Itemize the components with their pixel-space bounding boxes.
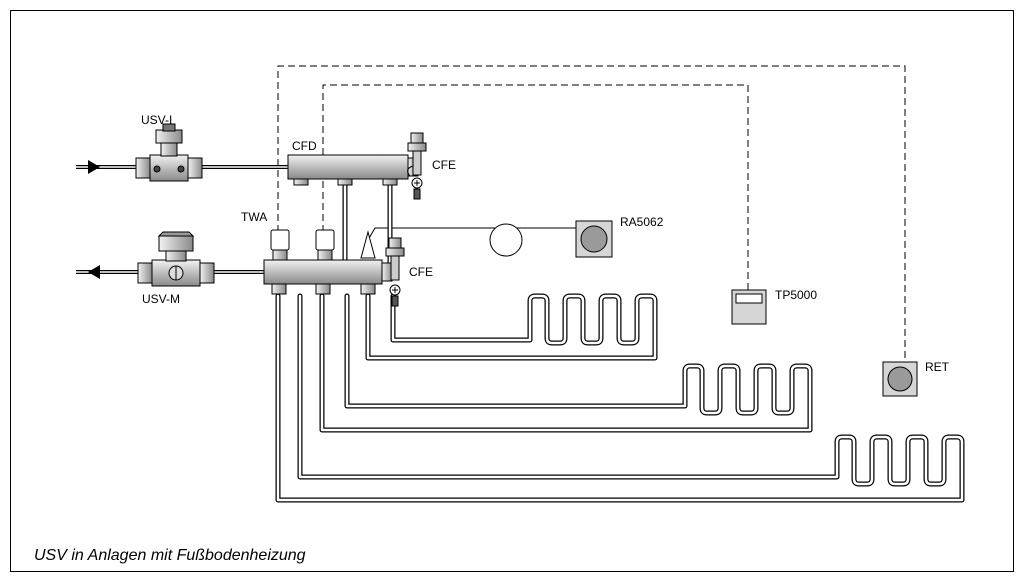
usv-m-valve bbox=[137, 231, 215, 287]
usv-m-label: USV-M bbox=[142, 292, 181, 306]
ret-unit bbox=[882, 361, 918, 397]
twa-label: TWA bbox=[241, 210, 268, 224]
return-manifold bbox=[263, 259, 393, 295]
usv-i-valve bbox=[135, 123, 203, 182]
twa-actuators bbox=[270, 229, 376, 261]
cfe-bottom-label: CFE bbox=[409, 265, 433, 279]
diagram-frame bbox=[10, 10, 1014, 572]
cfe-top-valve bbox=[407, 132, 427, 200]
heating-loops bbox=[275, 182, 965, 503]
control-wiring bbox=[277, 65, 906, 362]
ra5062-unit bbox=[575, 220, 613, 258]
ra5062-label: RA5062 bbox=[620, 215, 664, 229]
usv-i-label: USV-I bbox=[141, 113, 173, 127]
tp5000-label: TP5000 bbox=[775, 288, 818, 302]
wire-ret bbox=[277, 65, 906, 362]
figure-caption: USV in Anlagen mit Fußbodenheizung bbox=[34, 547, 306, 564]
cfe-bottom-valve bbox=[385, 237, 405, 307]
arrow-right-icon bbox=[88, 160, 100, 174]
wire-tp5000 bbox=[322, 84, 749, 290]
ra5062-capillary bbox=[367, 223, 576, 257]
ret-label: RET bbox=[925, 360, 949, 374]
tp5000-unit bbox=[731, 289, 767, 325]
cfd-manifold bbox=[287, 154, 419, 186]
cfd-label: CFD bbox=[292, 139, 317, 153]
cfe-top-label: CFE bbox=[432, 158, 456, 172]
arrow-left-icon bbox=[88, 265, 100, 279]
